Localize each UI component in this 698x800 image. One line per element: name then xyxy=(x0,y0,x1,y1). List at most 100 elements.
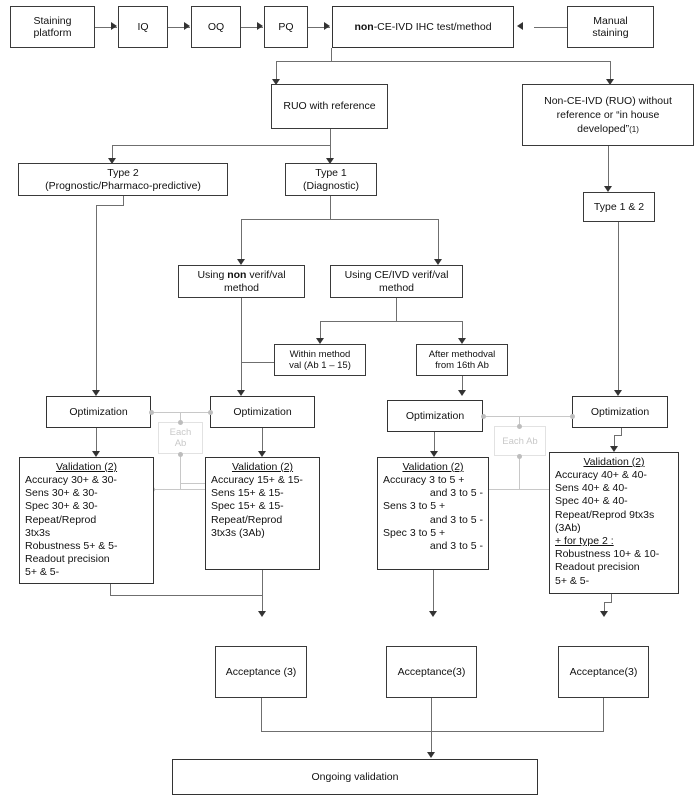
ruo-with-reference-label: RUO with reference xyxy=(283,100,376,113)
edge-ruo-to-type1 xyxy=(330,145,332,161)
validation-line: 3tx3s (3Ab) xyxy=(211,526,265,539)
edge-type1-split-bus xyxy=(241,219,439,221)
edge-opt4-down xyxy=(621,428,623,436)
edge-type2-jog xyxy=(96,205,124,207)
arrowhead-type12-to-optimization xyxy=(613,390,622,396)
validation-line: Sens 3 to 5 + xyxy=(383,500,446,513)
acceptance-3-label: Acceptance(3) xyxy=(569,665,638,678)
node-pq: PQ xyxy=(264,6,308,48)
validation-line: Spec 30+ & 30- xyxy=(25,500,98,513)
edge-test-to-ruo-noref xyxy=(610,61,612,82)
validation-line: Robustness 10+ & 10- xyxy=(555,548,660,561)
edge-opt4-to-validation4 xyxy=(614,435,616,449)
type2-line1: Type 2 xyxy=(107,167,139,179)
validation-line: Readout precision xyxy=(25,553,110,566)
ongoing-validation-label: Ongoing validation xyxy=(311,770,399,783)
arrowhead-type1-to-using-non xyxy=(236,259,245,265)
node-oq: OQ xyxy=(191,6,241,48)
validation-line: Spec 3 to 5 + xyxy=(383,526,446,539)
validation-line: 5+ & 5- xyxy=(25,566,60,579)
non-ce-ivd-ruo-label: Non-CE-IVD (RUO) without reference or “i… xyxy=(523,93,693,138)
optimization-2-label: Optimization xyxy=(233,405,292,418)
using-ce-line1: Using CE/IVD verif/val xyxy=(344,269,449,281)
edge-type1-down xyxy=(330,196,332,220)
arrowhead-pq-to-test xyxy=(324,22,330,30)
validation-line: Repeat/Reprod 9tx3s xyxy=(555,508,655,521)
arrowhead-opt4-to-validation4 xyxy=(609,446,618,452)
using-non-method-label: Using non verif/val method xyxy=(179,268,304,295)
node-iq: IQ xyxy=(118,6,168,48)
edge-eachab-left-to-validation2 xyxy=(180,483,208,485)
non-ce-ivd-ruo-line1: Non-CE-IVD (RUO) without xyxy=(544,94,672,107)
validation-line: + for type 2 : xyxy=(555,535,614,548)
edge-opt1-to-validation1 xyxy=(96,428,98,454)
edge-ruo-noref-to-type12 xyxy=(608,146,610,190)
edge-test-split-bus xyxy=(276,61,611,63)
manual-staining-label: Manual staining xyxy=(592,14,629,40)
edge-acceptance3-down xyxy=(603,698,605,732)
node-within-method-val: Within method val (Ab 1 – 15) xyxy=(274,344,366,376)
edge-eachab-right-top xyxy=(519,416,521,428)
node-acceptance-3: Acceptance(3) xyxy=(558,646,649,698)
node-after-methodval: After methodval from 16th Ab xyxy=(416,344,508,376)
validation-box-content: Validation (2) Accuracy 3 to 5 + and 3 t… xyxy=(378,458,488,556)
edge-validation4-jog xyxy=(604,602,612,604)
edge-after-methodval-to-optimization xyxy=(462,376,464,393)
type2-line2: (Prognostic/Pharmaco-predictive) xyxy=(45,179,201,192)
validation-title: Validation (2) xyxy=(583,456,645,468)
edge-validation4-down xyxy=(611,594,613,603)
node-optimization-1: Optimization xyxy=(46,396,151,428)
non-ce-ivd-ruo-line2: reference or “in house xyxy=(556,108,660,121)
node-optimization-2: Optimization xyxy=(210,396,315,428)
non-ce-ivd-test-label: non-CE-IVD IHC test/method xyxy=(333,20,513,35)
using-non-bold: non xyxy=(227,269,247,281)
edge-eachab-right-to-validations xyxy=(486,489,572,491)
type1-line2: (Diagnostic) xyxy=(302,179,360,192)
edge-type1-to-using-non xyxy=(241,219,243,263)
edge-staining-to-iq xyxy=(95,26,117,28)
non-ce-ivd-ruo-line3: developed” xyxy=(577,122,630,135)
node-using-non-method: Using non verif/val method xyxy=(178,265,305,298)
edge-opt3-opt4-gray xyxy=(483,416,572,418)
each-ab-left-line1: Each xyxy=(169,427,192,438)
node-manual-staining: Manual staining xyxy=(567,6,654,48)
edge-manual-to-test xyxy=(534,26,567,28)
edge-oq-to-pq xyxy=(241,26,263,28)
edge-test-to-ruo xyxy=(276,61,278,82)
validation-line: and 3 to 5 - xyxy=(429,540,483,553)
arrowhead-type1-to-using-ce xyxy=(433,259,442,265)
edge-using-non-to-optimization xyxy=(241,298,243,393)
validation-box-content: Validation (2) Accuracy 15+ & 15- Sens 1… xyxy=(206,458,319,543)
pq-label: PQ xyxy=(278,20,294,33)
each-ab-right-label: Each Ab xyxy=(502,435,538,447)
connector-dot-opt4 xyxy=(569,413,575,419)
arrowhead-ruo-to-type2 xyxy=(107,158,116,164)
connector-dot-eachab-right-top xyxy=(516,423,522,429)
validation-title: Validation (2) xyxy=(231,461,294,473)
non-ce-ivd-ruo-footnote: (1) xyxy=(629,124,639,134)
connector-dot-opt1 xyxy=(148,409,154,415)
edge-opt2-to-validation2 xyxy=(262,428,264,454)
validation-line: Sens 15+ & 15- xyxy=(211,487,284,500)
arrowhead-ruo-noref-to-type12 xyxy=(603,186,612,192)
acceptance-1-label: Acceptance (3) xyxy=(225,665,297,678)
arrowhead-validation4-to-acceptance3 xyxy=(599,611,608,617)
node-optimization-4: Optimization xyxy=(572,396,668,428)
arrowhead-opt2-to-validation2 xyxy=(257,451,266,457)
edge-validation1-jog xyxy=(110,595,262,597)
edge-test-down xyxy=(331,48,333,62)
type2-label: Type 2 (Prognostic/Pharmaco-predictive) xyxy=(19,166,227,193)
optimization-1-label: Optimization xyxy=(69,405,128,418)
validation-box-content: Validation (2) Accuracy 30+ & 30- Sens 3… xyxy=(20,458,153,583)
validation-line: Accuracy 30+ & 30- xyxy=(25,474,117,486)
iq-label: IQ xyxy=(137,20,149,33)
node-acceptance-1: Acceptance (3) xyxy=(215,646,307,698)
validation-box: Validation (2) Accuracy 3 to 5 + and 3 t… xyxy=(377,457,489,570)
non-ce-ivd-test-rest: -CE-IVD IHC test/method xyxy=(373,20,492,33)
edge-to-after-methodval xyxy=(462,321,464,341)
validation-title: Validation (2) xyxy=(402,461,464,473)
edge-type1-to-using-ce xyxy=(438,219,440,263)
edge-pq-to-test xyxy=(308,26,330,28)
edge-validation2-to-acceptance1 xyxy=(262,570,264,614)
